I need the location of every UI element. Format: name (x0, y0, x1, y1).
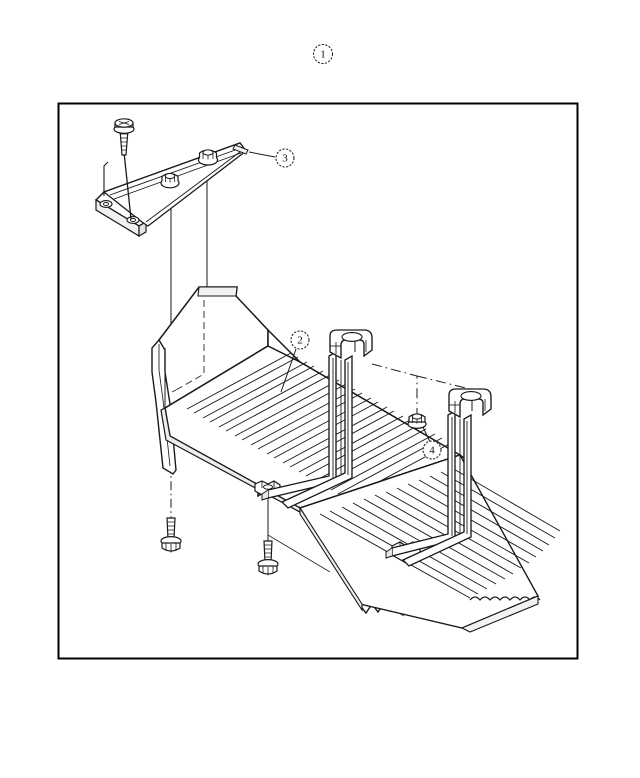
bracket-tip (232, 144, 249, 155)
corrugation-end-face (460, 595, 539, 633)
bracket-hole-rear-inner (102, 202, 110, 206)
bolt-lower-left (160, 517, 182, 553)
callout-4-bubble (422, 440, 442, 460)
figure-number-callout: 1 (313, 44, 333, 64)
bolt-lower-left-thread (166, 517, 176, 540)
post-right-head-details (449, 399, 486, 413)
callout-2-leader (280, 348, 297, 393)
bracket-crease-3 (145, 148, 245, 223)
post-left-foot (261, 489, 269, 501)
post-right-front-leg (401, 413, 472, 567)
tray-floor-ribs (186, 352, 452, 500)
callout-4-leader (422, 426, 431, 443)
part-flange-nut (407, 413, 427, 430)
bolt-lower-center (257, 540, 279, 576)
callout-flange-nut: 4 (422, 426, 442, 460)
tray-left-wall-hidden-outline (171, 300, 205, 393)
post-left-bolt-seat (341, 332, 363, 342)
callout-mounting-bracket: 3 (248, 148, 295, 168)
centerline-nut-plane (371, 363, 471, 418)
post-right-bolt-seat (460, 391, 482, 401)
nut-bracket-front (160, 172, 180, 189)
bolt-upper-left-drive (118, 121, 130, 125)
bolt-lower-center-thread (263, 540, 273, 563)
bolt-upper-left-thread-lines (120, 133, 128, 151)
mounting-post-left (261, 329, 373, 509)
nut-bracket-rear (197, 149, 219, 166)
post-left-front-leg (280, 354, 353, 509)
post-right-foot (385, 547, 393, 559)
bracket-tab-detail (103, 161, 109, 196)
mounting-post-right (385, 388, 492, 567)
post-left-head-details (330, 340, 367, 354)
bolt-upper-left-shank (123, 151, 132, 220)
post-left-channel-lines (332, 358, 349, 478)
part-mounting-bracket (94, 142, 249, 238)
callout-2-label: 2 (297, 335, 303, 347)
figure-number-label: 1 (320, 49, 326, 61)
callout-3-bubble (275, 148, 295, 168)
corrugation-scallop-edge (469, 596, 541, 601)
callout-3-label: 3 (282, 153, 288, 165)
callout-3-leader (248, 151, 276, 158)
bolt-lower-center-facets (262, 566, 274, 576)
flange-nut-top (411, 413, 423, 420)
bolt-lower-left-thread-lines (167, 521, 175, 535)
corrugation-front-lip (299, 506, 363, 612)
post-right-channel-lines (451, 417, 468, 536)
bracket-hole-front-inner (129, 218, 137, 222)
bolt-lower-center-thread-lines (264, 544, 272, 558)
callout-main-tray: 2 (280, 330, 310, 393)
bolt-lower-left-facets (165, 543, 177, 553)
callout-2-bubble (290, 330, 310, 350)
tray-left-wall-top-edge (197, 286, 238, 297)
bolt-upper-left (113, 118, 135, 220)
callout-4-label: 4 (429, 445, 435, 457)
